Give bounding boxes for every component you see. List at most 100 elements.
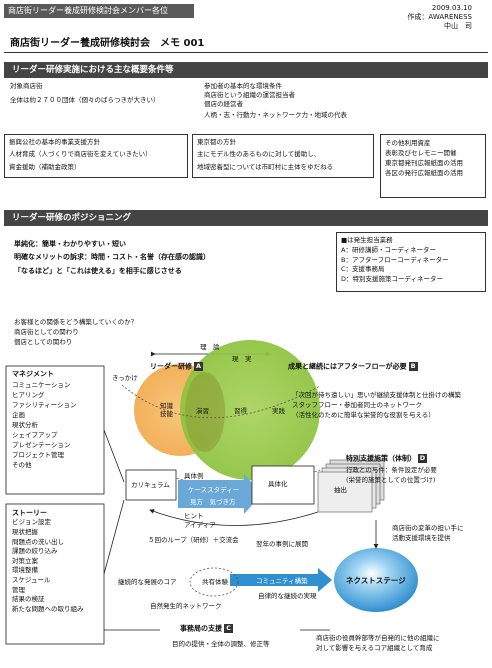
target-label: 対象商店街	[10, 82, 43, 90]
story-item: 対策立案	[12, 556, 38, 565]
question-text: 商店街としての関わり	[14, 327, 79, 336]
section-overview-title: リーダー研修実施における主な概要条件等	[4, 62, 488, 78]
other-assets-item: 各区の発行広報紙面の活用	[385, 169, 463, 178]
story-item: 環境整備	[12, 566, 38, 575]
followup-notes: 「次回が待ち遠しい」思いが継続支援体制と仕掛けの構築 スタッフフロー・参加者同士…	[292, 390, 461, 420]
key-points: 単純化：簡単・わかりやすい・短い 明確なメリットの訴求：時間・コスト・名誉（存在…	[14, 238, 210, 278]
other-assets-box: その他利用資産 表彰及びセレモニー開催 東京都発刊広報紙面の活用 各区の発行広報…	[380, 134, 486, 198]
tokyo-policy-item: 地域密着型については市町村に主体をゆだねる	[197, 162, 334, 171]
next-year-label: 翌年の事例に展開	[256, 540, 308, 548]
customer-question: お客様との関係をどう構築していくのか？ 商店街としての関わり 個店としての関わり	[14, 318, 137, 347]
special-support-label: 特別支援施策（体制）D	[346, 454, 427, 463]
other-assets-heading: その他利用資産	[385, 139, 431, 147]
badge-d: D	[418, 454, 427, 463]
foundation-policy-item: 資金援助（補助金政策）	[9, 162, 81, 171]
foundation-policy-item: 人材育成（人づくりで商店街を変えていきたい）	[9, 150, 152, 159]
story-item: 新たな問題への取り組み	[12, 604, 84, 613]
extract-stack	[317, 459, 385, 513]
management-item: プレゼンテーション	[12, 441, 71, 450]
target-text: 全体は約２７００団体（個々のばらつきが大きい）	[10, 96, 160, 105]
question-text: お客様との関係をどう構築していくのか？	[14, 318, 138, 326]
followup-note: （活性化のために簡単な栄誉的な役割を与える）	[292, 411, 435, 420]
management-item: ヒアリング	[12, 390, 45, 399]
participants-item: 商店街という組織の運営担当者	[204, 90, 295, 99]
key-point: 明確なメリットの訴求：時間・コスト・名誉（存在感の認識）	[14, 253, 210, 262]
loop-label: ５回のループ（研修）＋交流会	[148, 536, 239, 544]
followup-note: スタッフフロー・参加者同士のネットワーク	[292, 401, 422, 410]
reality-label: 現 実	[232, 355, 252, 363]
participants-item: 人柄・志・行動力・ネットワーク力・地域の代表	[204, 111, 347, 120]
management-item: プロジェクト管理	[12, 451, 64, 460]
section-positioning-title: リーダー研修のポジショニング	[4, 210, 488, 226]
story-item: ビジョン設定	[12, 518, 51, 527]
story-item: 課題の絞り込み	[12, 547, 58, 556]
bottom-note-line: 商店街の役員幹部等が自発的に他の組織に	[316, 634, 440, 642]
management-item: 企画	[12, 411, 25, 420]
badge-a: A	[194, 362, 203, 371]
exercise-overlap	[185, 372, 225, 452]
management-title: マネジメント	[12, 370, 54, 378]
special-support-notes: 行政との与件：条件設定が必要 (栄誉的施策としての位置づけ)	[346, 466, 437, 486]
author-name: 中山 司	[444, 22, 472, 30]
followup-note: 「次回が待ち遠しい」思いが継続支援体制と仕掛けの構築	[292, 391, 461, 399]
next-stage-label: ネクストステージ	[346, 576, 406, 585]
story-item: 結果の検証	[12, 595, 45, 604]
participants-block: 参加者の基本的な環境条件 商店街という組織の運営担当者 個店の経営者 人柄・志・…	[204, 82, 347, 120]
extract-label: 抽出	[334, 486, 347, 494]
hint-block: ヒント アイディア	[184, 512, 216, 530]
role-legend-item: D：特別支援施策コーディネーター	[341, 275, 444, 283]
role-legend-title: ■は発生担当業務	[341, 236, 393, 244]
other-assets-item: 東京都発刊広報紙面の活用	[385, 159, 463, 168]
badge-c: C	[224, 624, 233, 633]
foundation-policy-box: 振興公社の基本的事業支援方針 人材育成（人づくりで商店街を変えていきたい） 資金…	[4, 134, 188, 178]
other-assets-item: 表彰及びセレモニー開催	[385, 149, 457, 158]
bottom-right-note: 商店街の役員幹部等が自発的に他の組織に 対して影響を与えるコア組織として育成	[316, 634, 440, 654]
audience-banner: 商店街リーダー養成研修検討会メンバー各位	[4, 4, 194, 18]
natural-network-label: 自然発生的ネットワーク	[150, 602, 222, 610]
management-item: その他	[12, 461, 32, 470]
followup-text: 成果と継続にはアフターフローが必要	[288, 362, 407, 371]
office-support-text: 事務局の支援	[180, 624, 222, 633]
case-study-arrow	[178, 474, 262, 514]
support-note-line: 商店街の変革の担い手に	[392, 524, 464, 532]
community-label: コミュニティ構築	[256, 577, 308, 585]
trigger-label: きっかけ	[112, 374, 138, 382]
exercise-text: 演習	[196, 407, 209, 415]
participants-item: 個店の経営者	[204, 99, 243, 108]
office-support-text-line: 目的の提供・全体の調整、修正等	[172, 640, 270, 648]
tokyo-policy-box: 東京都の方針 主にモデル性のあるものに対して援助し、 地域密着型については市町村…	[192, 134, 374, 178]
curriculum-label: カリキュラム	[131, 481, 170, 489]
management-item: 現状分析	[12, 421, 38, 430]
question-text: 個店としての関わり	[14, 337, 73, 346]
document-date: 2009.03.10	[431, 4, 472, 12]
role-legend-item: C：支援事務局	[341, 265, 385, 274]
title-rule	[4, 52, 488, 53]
loop-arrow	[149, 509, 319, 526]
connector-line	[103, 499, 125, 575]
badge-b: B	[408, 362, 418, 371]
acquire-text: 習得	[234, 407, 247, 415]
bottom-note-line: 対して影響を与えるコア組織として育成	[316, 643, 433, 652]
knowledge-text: 知識 技能	[160, 402, 173, 418]
leader-training-text: リーダー研修	[150, 362, 192, 371]
dashed-frame	[121, 384, 321, 419]
foundation-policy-heading: 振興公社の基本的事業支援方針	[9, 138, 100, 146]
self-sustain-label: 自律的な継続の実現	[258, 592, 317, 600]
practice-text: 実践	[272, 407, 285, 415]
concretize-frame	[251, 465, 315, 505]
knowledge-item: 知識	[160, 402, 173, 410]
special-note: (栄誉的施策としての位置づけ)	[346, 475, 436, 484]
special-note: 行政との与件：条件設定が必要	[346, 466, 437, 474]
story-box-frame	[5, 503, 105, 645]
story-item: スケジュール	[12, 576, 51, 585]
story-item: 現状把握	[12, 527, 38, 536]
management-list: マネジメント コミュニケーション ヒアリング ファシリティーション 企画 現状分…	[12, 369, 76, 470]
target-block: 対象商店街 全体は約２７００団体（個々のばらつきが大きい）	[10, 82, 160, 104]
theory-label: 理 論	[200, 343, 220, 351]
role-legend-item: A：研修講師・コーディネーター	[341, 245, 436, 254]
tokyo-policy-heading: 東京都の方針	[197, 138, 236, 146]
knowledge-item: 技能	[160, 410, 173, 419]
